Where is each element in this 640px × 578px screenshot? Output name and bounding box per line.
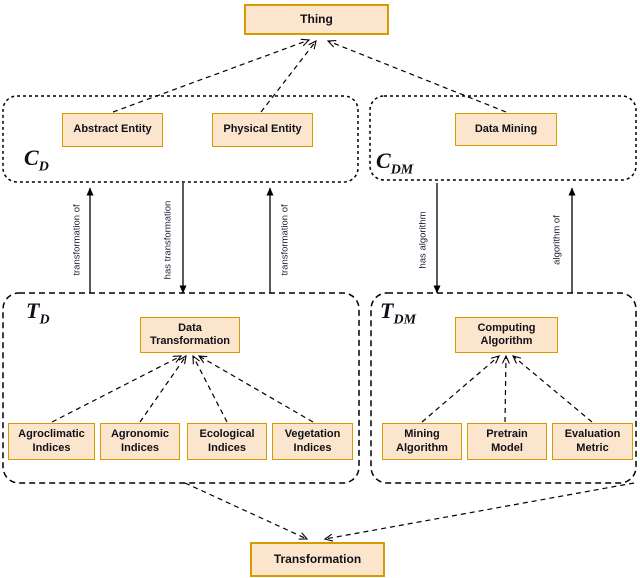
edge-label-transformation-of-left: transformation of xyxy=(71,204,83,276)
node-thing: Thing xyxy=(244,4,389,35)
group-symbol: T xyxy=(26,298,40,323)
edge-vegetation-to-dt xyxy=(197,355,314,423)
node-agroclimatic-indices: Agroclimatic Indices xyxy=(8,423,95,460)
group-container-cd xyxy=(2,95,359,183)
group-subscript: DM xyxy=(393,312,417,328)
edge-agroclimatic-to-dt xyxy=(51,355,183,423)
edge-physical-to-thing xyxy=(260,39,317,113)
edge-ecological-to-dt xyxy=(192,354,228,423)
group-label-td: TD xyxy=(26,298,50,327)
node-physical-entity: Physical Entity xyxy=(212,113,313,147)
node-vegetation-indices: Vegetation Indices xyxy=(272,423,353,460)
edge-miningalg-to-ca xyxy=(421,355,500,423)
edge-td-to-transformation xyxy=(184,482,309,540)
node-transformation: Transformation xyxy=(250,542,385,577)
node-agronomic-indices: Agronomic Indices xyxy=(100,423,180,460)
edge-evaluation-to-ca xyxy=(512,355,593,423)
group-symbol: C xyxy=(376,148,391,173)
edge-label-has-algorithm: has algorithm xyxy=(417,211,429,269)
node-data-transformation: Data Transformation xyxy=(140,317,240,353)
group-label-cd: CD xyxy=(24,145,49,174)
edge-label-has-transformation: has transformation xyxy=(162,200,174,280)
group-symbol: C xyxy=(24,145,39,170)
edge-label-algorithm-of: algorithm of xyxy=(551,215,563,265)
group-label-tdm: TDM xyxy=(380,298,416,327)
edge-label-transformation-of-right: transformation of xyxy=(279,204,291,276)
edge-agronomic-to-dt xyxy=(139,354,187,423)
group-subscript: DM xyxy=(390,162,414,178)
node-mining-algorithm: Mining Algorithm xyxy=(382,423,462,460)
group-label-cdm: CDM xyxy=(376,148,413,177)
node-evaluation-metric: Evaluation Metric xyxy=(552,423,633,460)
group-container-cdm xyxy=(369,95,637,181)
edge-pretrain-to-ca xyxy=(501,354,510,423)
edge-tdm-to-transformation xyxy=(323,482,635,542)
node-ecological-indices: Ecological Indices xyxy=(187,423,267,460)
group-subscript: D xyxy=(38,159,49,175)
node-computing-algorithm: Computing Algorithm xyxy=(455,317,558,353)
node-data-mining: Data Mining xyxy=(455,113,557,146)
node-pretrain-model: Pretrain Model xyxy=(467,423,547,460)
group-subscript: D xyxy=(39,312,50,328)
node-abstract-entity: Abstract Entity xyxy=(62,113,163,147)
edge-abstract-to-thing xyxy=(112,38,311,113)
group-symbol: T xyxy=(380,298,394,323)
edge-datamining-to-thing xyxy=(326,39,507,113)
